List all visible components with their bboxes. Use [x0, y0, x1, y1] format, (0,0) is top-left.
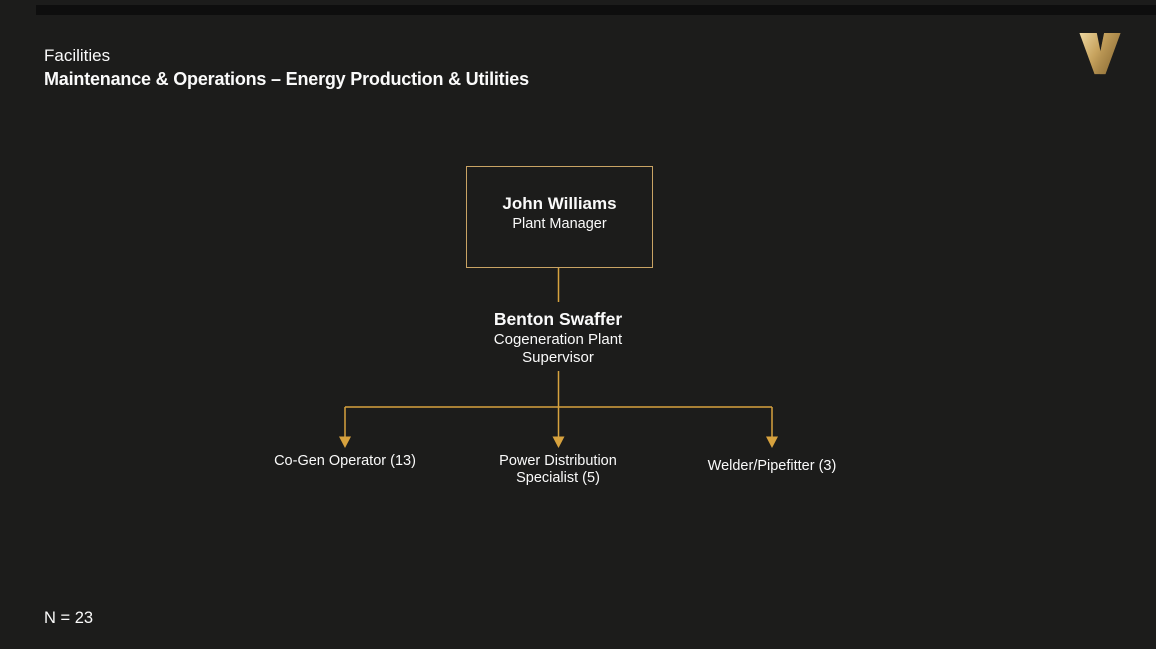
vanderbilt-v-icon [1079, 33, 1121, 75]
org-node-name: John Williams [502, 194, 617, 213]
org-node-plant-manager: John Williams Plant Manager [466, 166, 653, 268]
arrowhead-middle [552, 436, 565, 448]
header-eyebrow: Facilities [44, 46, 111, 65]
arrowhead-right [766, 436, 778, 448]
org-node-name: Benton Swaffer [493, 309, 623, 329]
population-count: N = 23 [44, 609, 94, 627]
arrowhead-left [339, 436, 351, 448]
header: Facilities Maintenance & Operations – En… [44, 44, 529, 92]
vanderbilt-logo [1077, 33, 1123, 75]
org-leaf-cogen-operator: Co-Gen Operator (13) [274, 453, 416, 469]
top-accent-bar [36, 5, 1156, 15]
org-node-title: Plant Manager [512, 216, 607, 232]
org-node-title: Cogeneration Plant Supervisor [493, 331, 623, 366]
org-leaf-welder-pipefitter: Welder/Pipefitter (3) [707, 458, 837, 474]
page-title: Maintenance & Operations – Energy Produc… [44, 69, 529, 89]
org-node-supervisor: Benton Swaffer Cogeneration Plant Superv… [458, 308, 658, 367]
org-leaf-power-distribution-specialist: Power Distribution Specialist (5) [499, 453, 617, 486]
